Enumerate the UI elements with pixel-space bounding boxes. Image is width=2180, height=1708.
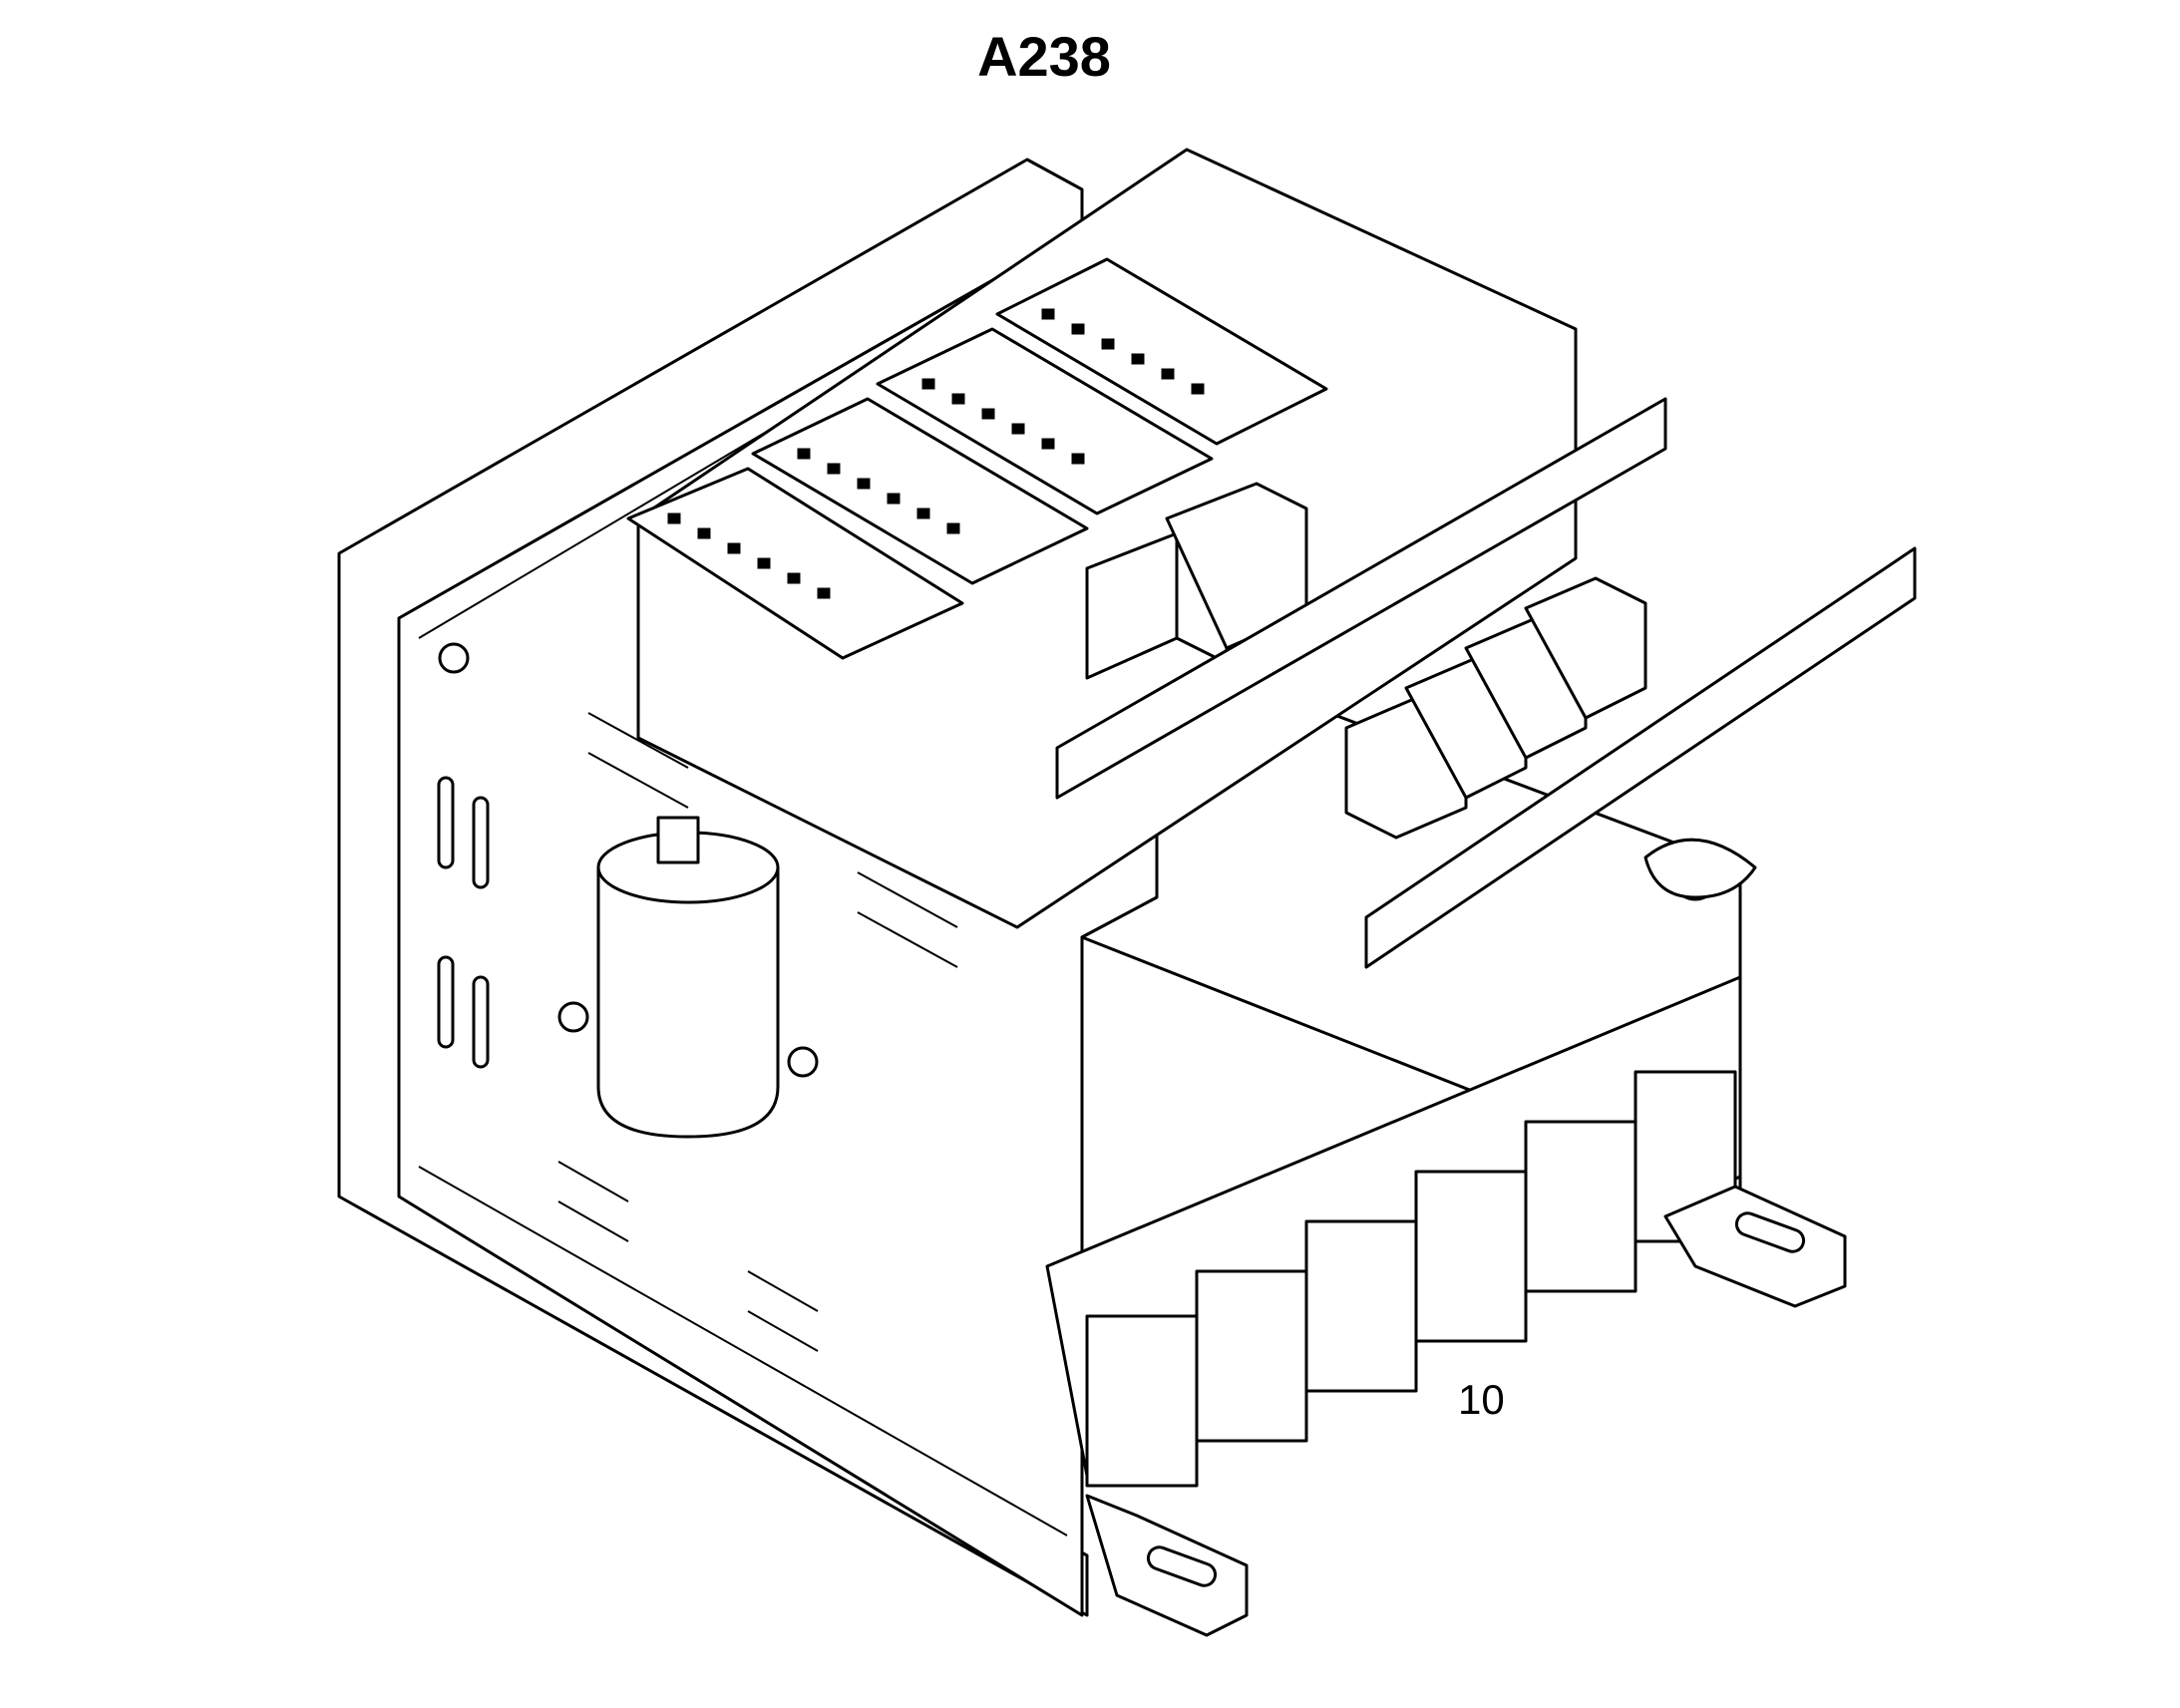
relay-group-lower (1344, 576, 1647, 840)
relay-group-upper (1085, 482, 1308, 680)
fuse-block-3 (876, 327, 1214, 515)
mounting-brackets (1085, 1185, 1847, 1637)
connector-1 (1085, 1314, 1199, 1488)
top-deck (636, 148, 1578, 929)
connector-3 (1304, 1219, 1418, 1393)
callout-10: 10 (1458, 1376, 1505, 1423)
fuse-block-1 (626, 467, 964, 660)
diagram-title: A238 (977, 25, 1111, 88)
rail-lower (1364, 546, 1917, 969)
wing-nut (1643, 838, 1757, 901)
contactor (557, 816, 819, 1139)
fuse-block-4 (995, 257, 1328, 446)
fuse-block-2 (751, 397, 1089, 585)
connector-2 (1195, 1269, 1308, 1443)
connector-5 (1524, 1120, 1637, 1293)
connector-4 (1414, 1170, 1528, 1343)
rail-upper (1055, 397, 1667, 800)
